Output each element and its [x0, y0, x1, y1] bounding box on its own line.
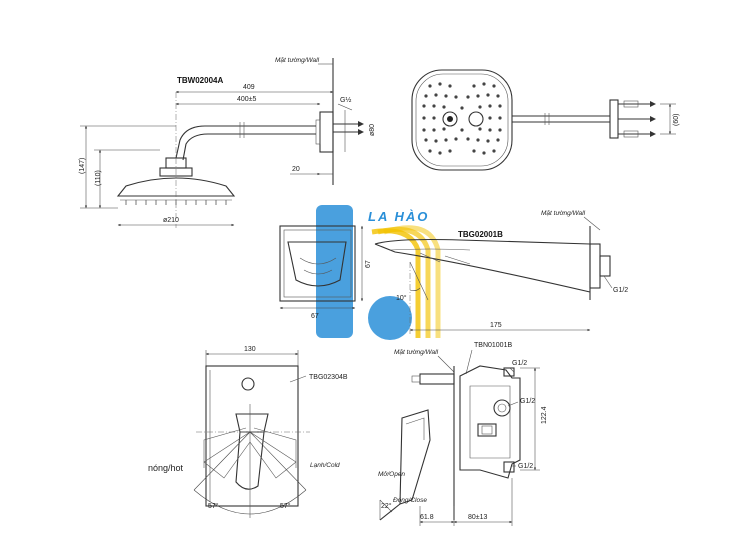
watermark-text: LA HÀO	[368, 209, 429, 224]
spout-dim-width: 67	[311, 313, 319, 320]
mixer-dim-angle-right: 57°	[280, 502, 291, 510]
spout-wall-label: Mặt tường/Wall	[541, 210, 586, 217]
valve-thread-mid: G1/2	[520, 398, 535, 405]
open-label: Mở/Open	[378, 470, 405, 478]
mixer-model: TBG02304B	[309, 374, 348, 381]
valve-model: TBN01001B	[474, 342, 512, 349]
shower-head-thread: G½	[340, 96, 351, 104]
valve-thread-top: G1/2	[512, 360, 527, 367]
valve-dim-depth2: 80±13	[468, 514, 488, 521]
mixer-drawing: 130 TBG02304B 57° 57° nóng/hot Lạnh/Cold	[148, 346, 348, 518]
dim-height-total: (147)	[79, 158, 86, 174]
spout-thread: G1/2	[613, 287, 628, 294]
mixer-dim-width: 130	[244, 346, 256, 353]
valve-thread-bottom: G1/2	[518, 463, 533, 470]
dim-offset: 20	[292, 166, 300, 173]
mixer-dim-angle-left: 57°	[208, 502, 219, 510]
shower-head-drawing: TBW02004A Mặt tường/Wall	[79, 57, 376, 228]
dim-diameter: ø210	[163, 217, 179, 224]
spout-dim-angle: 10°	[396, 294, 407, 302]
shower-head-top-view: (60)	[411, 69, 680, 171]
valve-body-drawing: Mặt tường/Wall TBN01001B 22° Mở/Open Đón…	[378, 342, 548, 526]
dim-top-flange: (60)	[673, 114, 680, 126]
valve-dim-height: 122.4	[541, 406, 548, 424]
spout-drawing: 67 67 TBG02001B Mặt tường/Wall 10° 175 G…	[279, 210, 628, 336]
valve-dim-angle: 22°	[381, 502, 392, 510]
spout-dim-length: 175	[490, 322, 502, 329]
dim-height-head: (110)	[95, 170, 102, 186]
spout-model: TBG02001B	[458, 230, 503, 239]
dim-flange: ø80	[369, 124, 376, 136]
close-label: Đóng/Close	[393, 497, 427, 504]
valve-wall-label: Mặt tường/Wall	[394, 349, 439, 356]
cold-label: Lạnh/Cold	[310, 462, 340, 469]
dim-arm-inner: 400±5	[237, 96, 257, 103]
shower-head-model: TBW02004A	[177, 76, 223, 85]
hot-label: nóng/hot	[148, 463, 184, 473]
valve-dim-depth1: 61.8	[420, 514, 434, 521]
shower-head-wall-label: Mặt tường/Wall	[275, 57, 320, 64]
dim-arm-total: 409	[243, 84, 255, 91]
watermark-logo	[316, 205, 441, 340]
spout-dim-height: 67	[365, 260, 372, 268]
